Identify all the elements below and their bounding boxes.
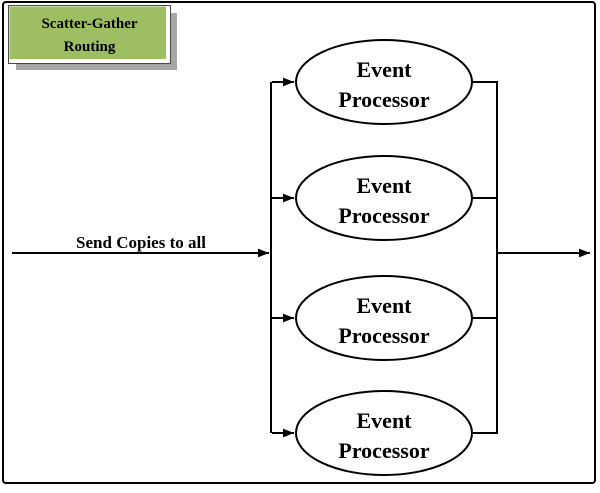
event-processor-label-line1: Event xyxy=(357,173,413,198)
event-processor-node-1: Event Processor xyxy=(272,39,498,125)
event-processor-node-3: Event Processor xyxy=(272,275,498,361)
event-processor-label-line1: Event xyxy=(357,57,413,82)
title-line-2: Routing xyxy=(63,39,116,55)
event-processor-node-4: Event Processor xyxy=(272,390,498,476)
event-processor-label-line2: Processor xyxy=(338,438,429,463)
title-box: Scatter-Gather Routing xyxy=(8,5,171,64)
event-processor-node-2: Event Processor xyxy=(272,155,498,241)
title-line-1: Scatter-Gather xyxy=(41,16,138,32)
event-processor-label-line2: Processor xyxy=(338,203,429,228)
event-processor-label-line1: Event xyxy=(357,293,413,318)
input-arrow-label: Send Copies to all xyxy=(76,233,206,252)
event-processor-label-line1: Event xyxy=(357,408,413,433)
event-processor-label-line2: Processor xyxy=(338,87,429,112)
event-processor-label-line2: Processor xyxy=(338,323,429,348)
